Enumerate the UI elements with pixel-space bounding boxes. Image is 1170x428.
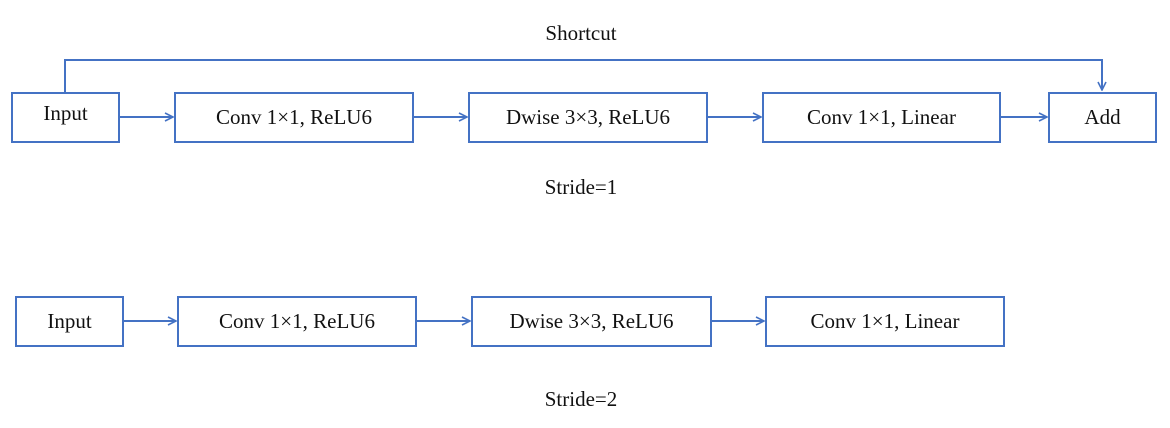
s1-conv-project-node: Conv 1×1, Linear	[762, 92, 1001, 143]
shortcut-label: Shortcut	[545, 21, 617, 45]
s2-conv-expand-node: Conv 1×1, ReLU6	[177, 296, 417, 347]
shortcut-connector	[64, 59, 1102, 92]
s2-dwise-node: Dwise 3×3, ReLU6	[471, 296, 712, 347]
s1-input-node-label: Input	[43, 101, 88, 125]
s1-add-node: Add	[1048, 92, 1157, 143]
s2-conv-expand-node-label: Conv 1×1, ReLU6	[219, 309, 375, 333]
s1-input-node: Input	[11, 92, 120, 143]
s1-conv-expand-node-label: Conv 1×1, ReLU6	[216, 105, 372, 129]
s1-conv-project-node-label: Conv 1×1, Linear	[807, 105, 956, 129]
s2-input-node: Input	[15, 296, 124, 347]
s1-dwise-node-label: Dwise 3×3, ReLU6	[505, 105, 671, 129]
s1-add-node-label: Add	[1084, 105, 1121, 129]
s1-dwise-node: Dwise 3×3, ReLU6	[468, 92, 708, 143]
s1-conv-expand-node: Conv 1×1, ReLU6	[174, 92, 414, 143]
stride1-label: Stride=1	[544, 175, 618, 199]
stride2-label: Stride=2	[544, 387, 618, 411]
s2-conv-project-node: Conv 1×1, Linear	[765, 296, 1005, 347]
s2-dwise-node-label: Dwise 3×3, ReLU6	[509, 309, 674, 333]
s2-conv-project-node-label: Conv 1×1, Linear	[810, 309, 960, 333]
s2-input-node-label: Input	[47, 309, 92, 333]
